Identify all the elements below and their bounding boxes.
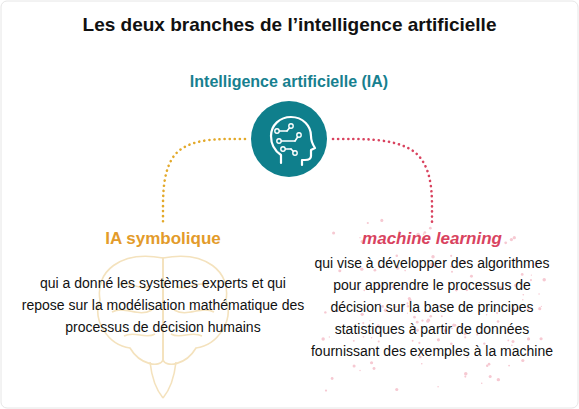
particle-dot: [486, 364, 488, 366]
particle-dot: [513, 236, 516, 239]
branch-node: IA symbolique qui a donné les systèmes ex…: [18, 228, 308, 338]
particle-dot: [321, 337, 324, 340]
particle-dot: [395, 388, 398, 391]
particle-dot: [521, 359, 524, 362]
particle-dot: [508, 365, 510, 367]
branch-heading: machine learning: [306, 228, 558, 250]
particle-dot: [497, 378, 500, 381]
particle-dot: [412, 340, 414, 342]
branch-description: qui a donné les systèmes experts et qui …: [18, 272, 308, 338]
particle-dot: [538, 307, 541, 310]
particle-dot: [378, 341, 380, 343]
particle-dot: [539, 337, 542, 340]
particle-dot: [531, 274, 532, 275]
particle-dot: [373, 367, 376, 370]
particle-dot: [541, 306, 542, 307]
branch-heading: Intelligence artificielle (IA): [139, 72, 439, 92]
particle-dot: [332, 232, 335, 235]
particle-dot: [380, 219, 383, 222]
particle-dot: [522, 294, 524, 296]
particle-dot: [324, 311, 326, 313]
particle-dot: [507, 340, 509, 342]
particle-dot: [437, 386, 439, 388]
particle-dot: [512, 340, 515, 343]
particle-dot: [489, 375, 492, 378]
branch-node: machine learningqui vise à développer de…: [306, 228, 558, 362]
particle-dot: [329, 336, 330, 337]
particle-dot: [464, 376, 466, 378]
particle-dot: [413, 316, 416, 319]
particle-dot: [359, 370, 360, 371]
particle-dot: [441, 315, 443, 317]
particle-dot: [504, 241, 507, 244]
branch-heading: IA symbolique: [18, 228, 308, 250]
ai-icon-circle: [251, 101, 327, 177]
particle-dot: [331, 377, 334, 380]
particle-dot: [353, 340, 355, 342]
particle-dot: [429, 315, 432, 318]
dotted-connector: [333, 139, 432, 222]
branch-description: qui vise à développer des algorithmes po…: [306, 252, 558, 362]
particle-dot: [542, 278, 545, 281]
particle-dot: [421, 363, 423, 365]
dotted-connector: [163, 139, 245, 222]
particle-dot: [371, 337, 373, 339]
diagram-title: Les deux branches de l’intelligence arti…: [0, 14, 579, 36]
particle-dot: [437, 338, 440, 341]
particle-dot: [521, 273, 524, 276]
particle-dot: [538, 293, 539, 294]
particle-dot: [510, 238, 513, 241]
particle-dot: [527, 337, 530, 340]
root-node: Intelligence artificielle (IA): [139, 72, 439, 177]
particle-dot: [325, 389, 327, 391]
particle-dot: [359, 237, 360, 238]
particle-dot: [481, 382, 483, 384]
particle-dot: [353, 364, 356, 367]
ai-head-icon: [251, 101, 327, 177]
particle-dot: [464, 372, 468, 376]
particle-dot: [370, 361, 373, 364]
particle-dot: [367, 222, 369, 224]
